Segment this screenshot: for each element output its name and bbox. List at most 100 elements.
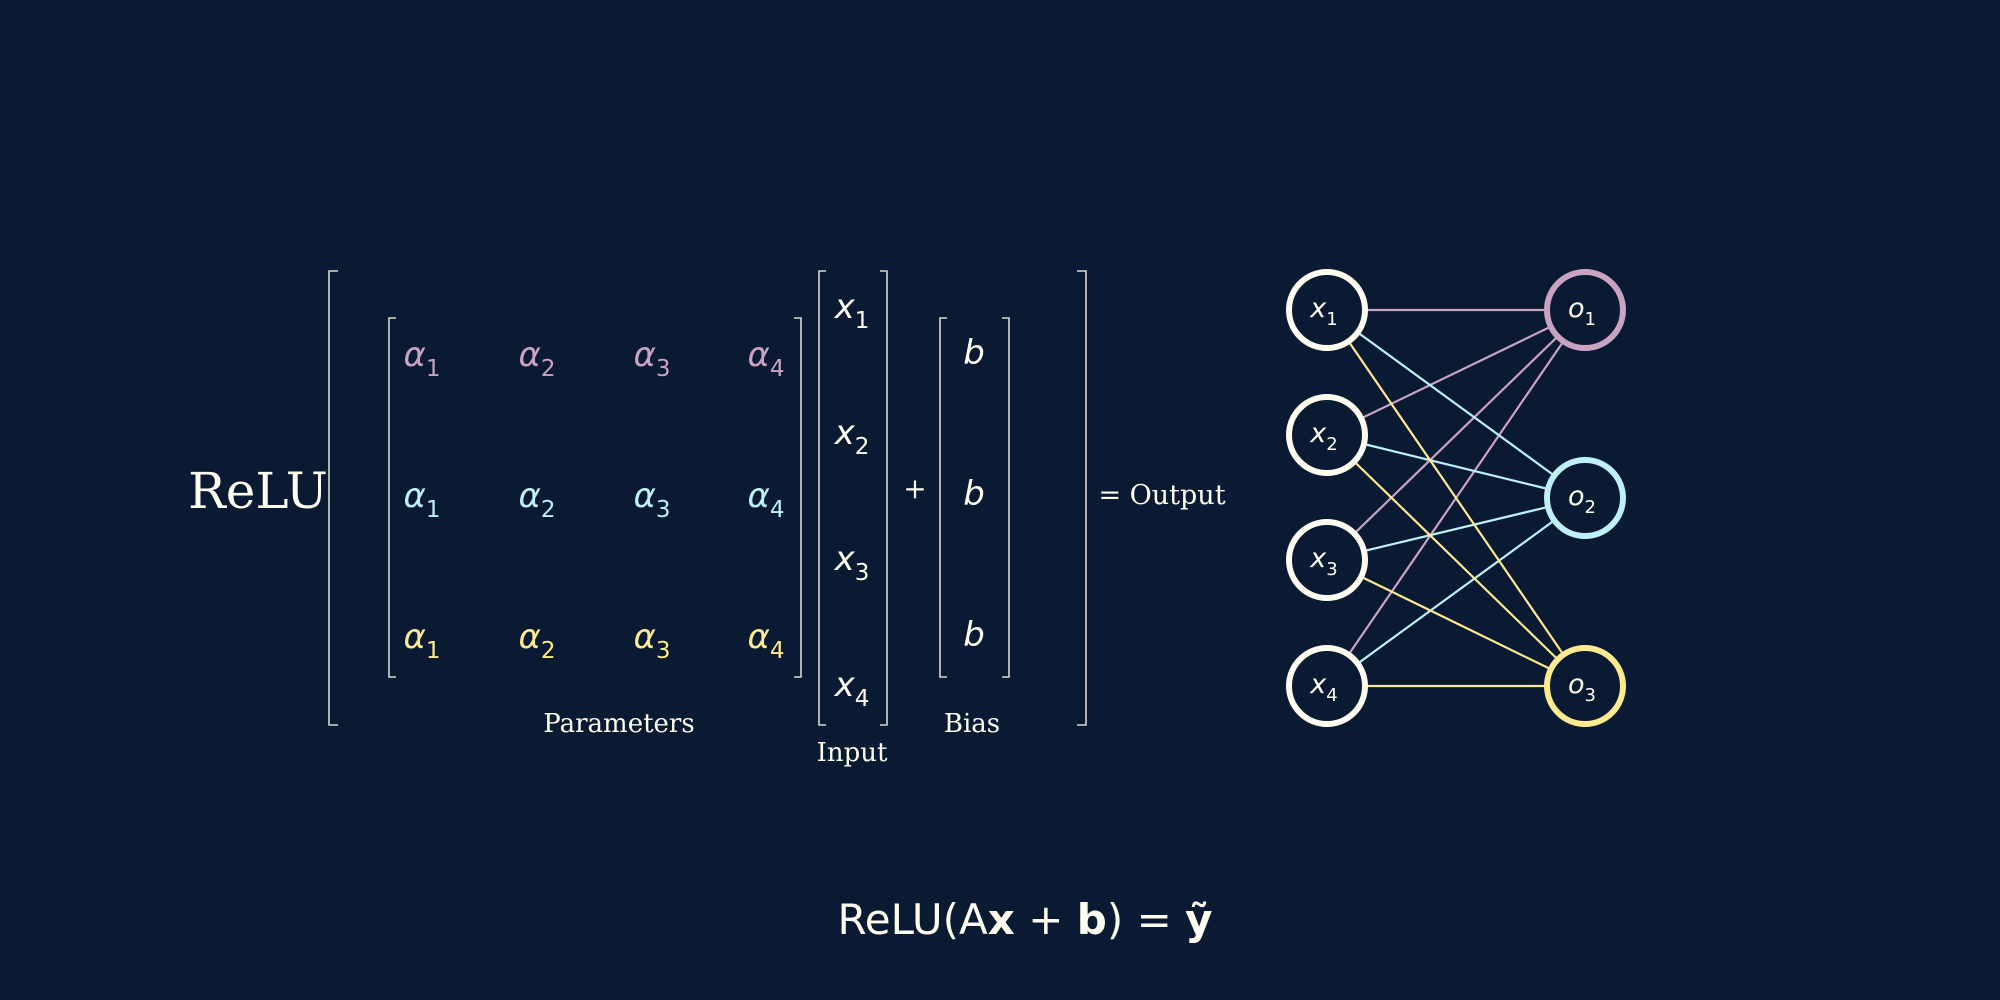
input-node-circle bbox=[1286, 269, 1368, 351]
input-bracket-right bbox=[880, 270, 888, 726]
input-cell-3-subscript: 3 bbox=[855, 560, 870, 586]
param-cell-r2-c2-subscript: 2 bbox=[541, 497, 556, 523]
edge-x2-o3 bbox=[1353, 460, 1559, 661]
output-node-label-symbol: o bbox=[1568, 293, 1585, 324]
param-cell-r3-c2-subscript: 2 bbox=[541, 638, 556, 664]
input-node-label-subscript: 4 bbox=[1326, 685, 1337, 706]
param-cell-r1-c4: α4 bbox=[747, 335, 784, 382]
equation-equals: ) = bbox=[1107, 895, 1185, 944]
param-cell-r3-c4-symbol: α bbox=[747, 617, 769, 657]
output-node-label: o3 bbox=[1568, 669, 1596, 706]
param-cell-r2-c1-subscript: 1 bbox=[426, 497, 441, 523]
edge-x3-o2 bbox=[1363, 505, 1549, 553]
input-node-label-subscript: 3 bbox=[1326, 559, 1337, 580]
param-cell-r2-c3-symbol: α bbox=[633, 476, 655, 516]
input-cell-4-subscript: 4 bbox=[855, 686, 870, 712]
brackets bbox=[328, 270, 1087, 726]
output-label: = Output bbox=[1098, 480, 1225, 511]
param-cell-r2-c2: α2 bbox=[518, 476, 555, 523]
output-node-label-symbol: o bbox=[1568, 669, 1585, 700]
input-node-label: x4 bbox=[1309, 669, 1337, 706]
param-cell-r2-c4: α4 bbox=[747, 476, 784, 523]
param-cell-r3-c1: α1 bbox=[403, 617, 440, 664]
output-node-label-subscript: 3 bbox=[1585, 685, 1596, 706]
param-cell-r3-c2: α2 bbox=[518, 617, 555, 664]
param-cell-r3-c3: α3 bbox=[633, 617, 670, 664]
input-node-label-symbol: x bbox=[1309, 543, 1327, 574]
equation-x: x bbox=[988, 895, 1015, 944]
input-cell-2-subscript: 2 bbox=[855, 434, 870, 460]
input-bracket-left bbox=[818, 270, 826, 726]
param-bracket-right bbox=[794, 317, 802, 678]
input-cell-1: x1 bbox=[834, 287, 870, 334]
param-cell-r2-c3-subscript: 3 bbox=[656, 497, 671, 523]
edge-x3-o3 bbox=[1360, 575, 1552, 671]
outer-bracket-right bbox=[1077, 270, 1087, 726]
input-node-label-symbol: x bbox=[1309, 418, 1327, 449]
parameters-label: Parameters bbox=[543, 709, 694, 739]
input-node-4: x4 bbox=[1286, 645, 1368, 727]
input-cell-3-symbol: x bbox=[834, 539, 856, 579]
param-cell-r1-c2-subscript: 2 bbox=[541, 356, 556, 382]
input-cell-2: x2 bbox=[834, 413, 870, 460]
param-cell-r3-c4: α4 bbox=[747, 617, 784, 664]
edge-x2-o2 bbox=[1363, 442, 1549, 491]
param-cell-r2-c2-symbol: α bbox=[518, 476, 540, 516]
param-cell-r1-c3: α3 bbox=[633, 335, 670, 382]
bias-cell-3: b bbox=[963, 615, 985, 655]
bias-label: Bias bbox=[944, 709, 1000, 739]
bias-cell-2: b bbox=[963, 474, 985, 514]
equation-relu: ReLU(A bbox=[837, 895, 988, 944]
input-node-label-symbol: x bbox=[1309, 669, 1327, 700]
output-node-label-subscript: 1 bbox=[1585, 309, 1596, 330]
input-cell-4: x4 bbox=[834, 665, 870, 712]
param-cell-r1-c2-symbol: α bbox=[518, 335, 540, 375]
input-node-label-symbol: x bbox=[1309, 293, 1327, 324]
input-cell-1-symbol: x bbox=[834, 287, 856, 327]
bias-cell-1: b bbox=[963, 333, 985, 373]
param-cell-r1-c3-symbol: α bbox=[633, 335, 655, 375]
param-cell-r2-c4-subscript: 4 bbox=[770, 497, 785, 523]
network-edges bbox=[1347, 308, 1565, 688]
output-node-label: o2 bbox=[1568, 481, 1596, 518]
edge-x4-o2 bbox=[1357, 519, 1555, 665]
param-cell-r1-c1-symbol: α bbox=[403, 335, 425, 375]
bias-bracket-right bbox=[1002, 317, 1010, 678]
input-node-circle bbox=[1286, 394, 1368, 476]
relu-label: ReLU bbox=[188, 462, 328, 520]
output-node-2: o2 bbox=[1544, 457, 1626, 539]
input-cell-3: x3 bbox=[834, 539, 870, 586]
equation-b: b bbox=[1077, 895, 1107, 944]
output-node-circle bbox=[1544, 457, 1626, 539]
param-cell-r3-c2-symbol: α bbox=[518, 617, 540, 657]
output-node-label-subscript: 2 bbox=[1585, 497, 1596, 518]
output-node-label-symbol: o bbox=[1568, 481, 1585, 512]
param-cell-r3-c1-subscript: 1 bbox=[426, 638, 441, 664]
output-node-1: o1 bbox=[1544, 269, 1626, 351]
input-label: Input bbox=[817, 738, 888, 768]
bias-bracket-left bbox=[939, 317, 947, 678]
output-node-3: o3 bbox=[1544, 645, 1626, 727]
edge-x1-o2 bbox=[1357, 331, 1555, 477]
param-bracket-left bbox=[388, 317, 396, 678]
input-node-circle bbox=[1286, 519, 1368, 601]
edge-x1-o3 bbox=[1347, 340, 1565, 656]
param-cell-r3-c1-symbol: α bbox=[403, 617, 425, 657]
param-cell-r2-c4-symbol: α bbox=[747, 476, 769, 516]
equation-plus: + bbox=[1015, 895, 1077, 944]
input-node-2: x2 bbox=[1286, 394, 1368, 476]
equation-y: ỹ bbox=[1185, 895, 1212, 944]
input-node-label: x3 bbox=[1309, 543, 1337, 580]
input-node-label: x2 bbox=[1309, 418, 1337, 455]
param-cell-r3-c3-symbol: α bbox=[633, 617, 655, 657]
output-node-label: o1 bbox=[1568, 293, 1596, 330]
output-node-circle bbox=[1544, 269, 1626, 351]
output-node-circle bbox=[1544, 645, 1626, 727]
input-node-3: x3 bbox=[1286, 519, 1368, 601]
param-cell-r2-c1-symbol: α bbox=[403, 476, 425, 516]
param-cell-r3-c4-subscript: 4 bbox=[770, 638, 785, 664]
